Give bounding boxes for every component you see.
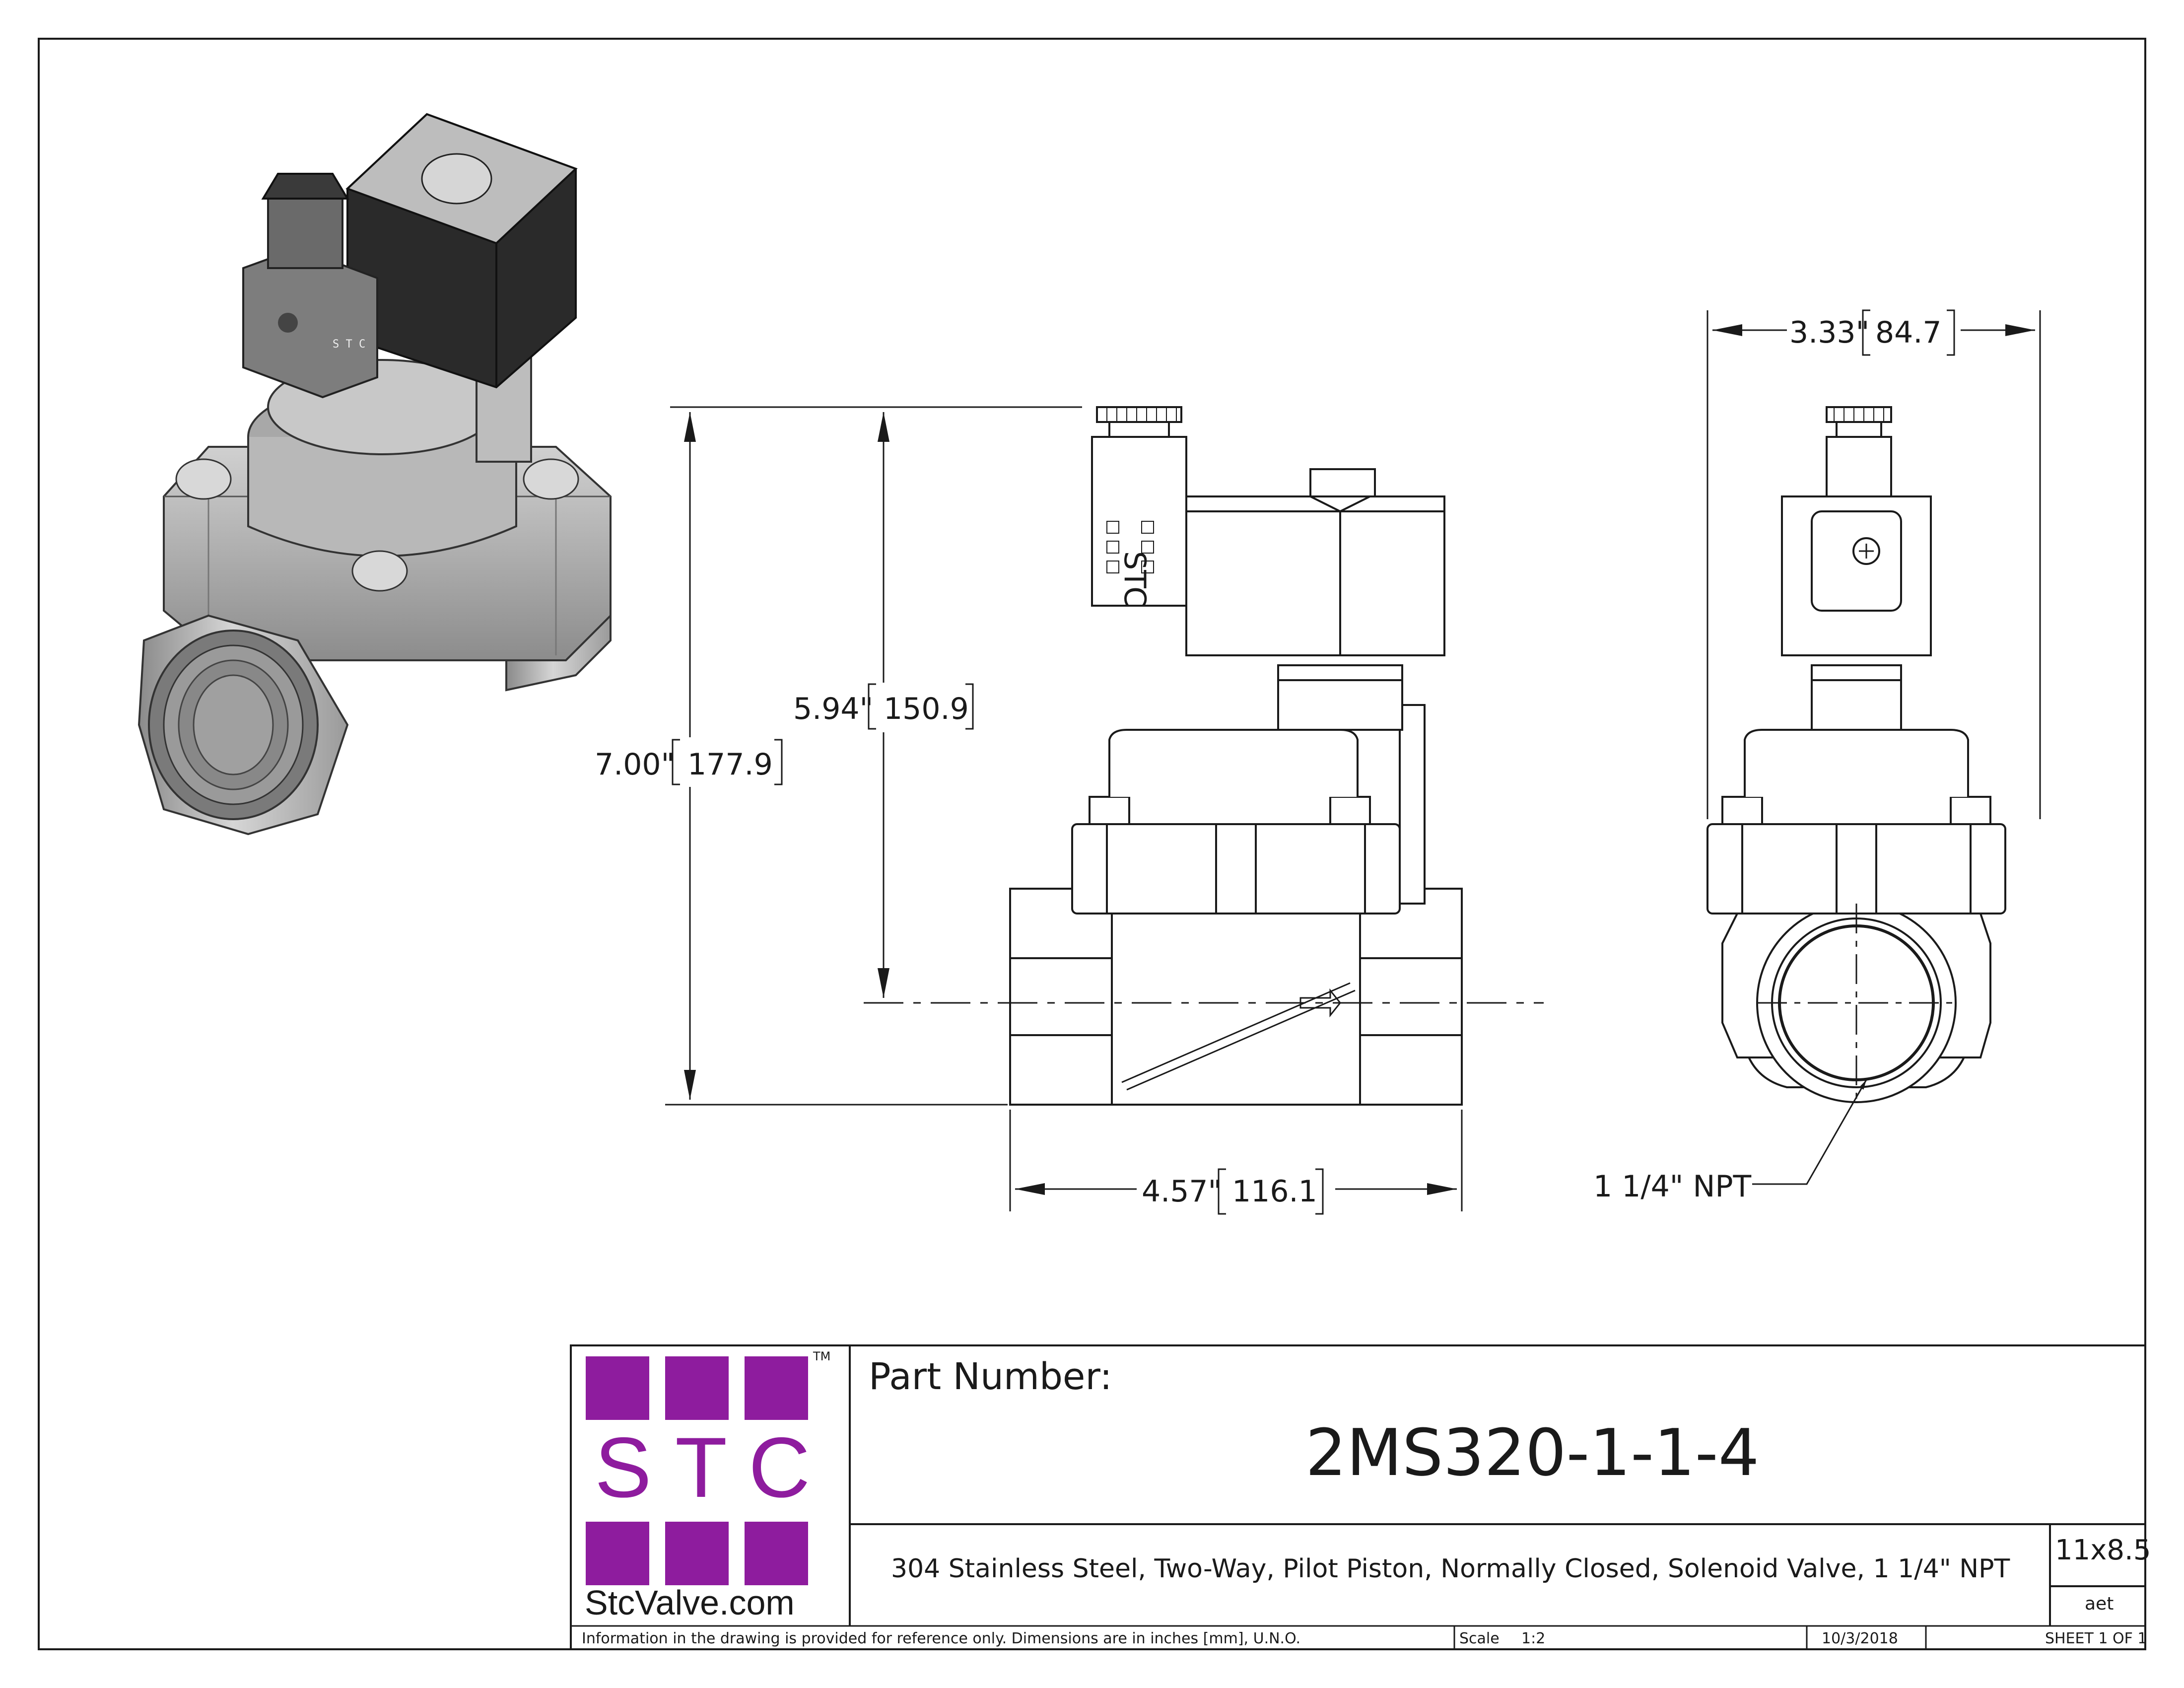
- part-number: 2MS320-1-1-4: [1305, 1415, 1760, 1490]
- scale-value: 1:2: [1521, 1630, 1546, 1647]
- disclaimer-text: Information in the drawing is provided f…: [582, 1630, 1301, 1647]
- title-block-frame: [570, 1344, 2146, 1650]
- port-callout: 1 1/4" NPT: [1593, 1169, 1752, 1204]
- sheet-size: 11x8.5: [2055, 1534, 2151, 1566]
- centerline-height-in: 5.94": [793, 692, 873, 726]
- logo-square: [586, 1522, 649, 1585]
- centerline-height-mm: 150.9: [884, 692, 969, 726]
- logo-square: [586, 1356, 649, 1420]
- isometric-valve-view: S T C: [137, 113, 612, 836]
- dimension-length: [1009, 1110, 1463, 1211]
- part-description: 304 Stainless Steel, Two-Way, Pilot Pist…: [891, 1554, 2010, 1584]
- front-elevation-view: [864, 406, 1544, 1106]
- width-in: 3.33": [1789, 315, 1869, 350]
- length-mm: 116.1: [1232, 1174, 1317, 1209]
- dimension-width: [1706, 310, 2041, 819]
- sheet-number: SHEET 1 OF 1: [2045, 1630, 2147, 1647]
- coil-marking: STC: [1117, 551, 1152, 607]
- dimension-length-label: 4.57" 116.1: [1142, 1168, 1324, 1215]
- connector-marking: S T C: [333, 338, 365, 351]
- logo-square: [745, 1522, 808, 1585]
- width-mm: 84.7: [1875, 315, 1942, 350]
- website-link[interactable]: StcValve.com: [585, 1583, 795, 1622]
- dimension-width-label: 3.33" 84.7: [1789, 309, 1955, 356]
- logo-letter-s: S: [595, 1420, 652, 1515]
- logo-letter-c: C: [749, 1420, 811, 1515]
- scale-label: Scale: [1459, 1630, 1500, 1647]
- logo-letter-t: T: [675, 1420, 728, 1515]
- overall-height-mm: 177.9: [687, 747, 773, 782]
- dimension-centerline-height-label: 5.94" 150.9: [789, 683, 974, 732]
- overall-height-in: 7.00": [595, 747, 675, 782]
- dimension-overall-height-label: 7.00" 177.9: [591, 737, 789, 787]
- length-in: 4.57": [1142, 1174, 1222, 1209]
- logo-square: [665, 1356, 729, 1420]
- drawn-by: aet: [2085, 1594, 2114, 1614]
- logo-square: [745, 1356, 808, 1420]
- part-number-label: Part Number:: [869, 1355, 1112, 1398]
- logo-square: [665, 1522, 729, 1585]
- drawing-date: 10/3/2018: [1822, 1630, 1898, 1647]
- port-callout-leader: [1752, 1079, 1867, 1185]
- trademark-mark: TM: [813, 1349, 831, 1363]
- side-elevation-view: [1706, 406, 2006, 1103]
